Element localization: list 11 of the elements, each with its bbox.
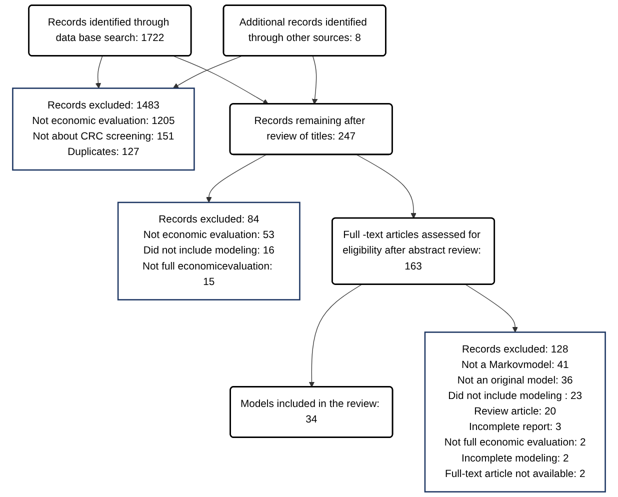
- node-box: Records excluded: 1483 Not economic evaluation: 1205 Not about CRC screening: 151 Duplicates: 127: [12, 88, 195, 171]
- arrow: [173, 56, 269, 104]
- arrow: [206, 154, 266, 203]
- arrow: [95, 56, 103, 88]
- arrow: [308, 284, 362, 388]
- node-box: Records excluded: 84 Not economic evaluation: 53 Did not include modeling: 16 Not full economicevaluation: 15: [117, 202, 300, 300]
- arrow: [465, 284, 518, 332]
- node-box: Records excluded: 128 Not a Markovmodel: 41 Not an original model: 36 Did not include modeling : 23 Review article: 20 Incomplete report: 3 Not full economic evaluation: 2 Incomplete modeling: 2 Full-text article not available: 2: [424, 332, 606, 492]
- arrow: [172, 56, 242, 88]
- arrow: [356, 154, 416, 219]
- arrow: [312, 56, 318, 104]
